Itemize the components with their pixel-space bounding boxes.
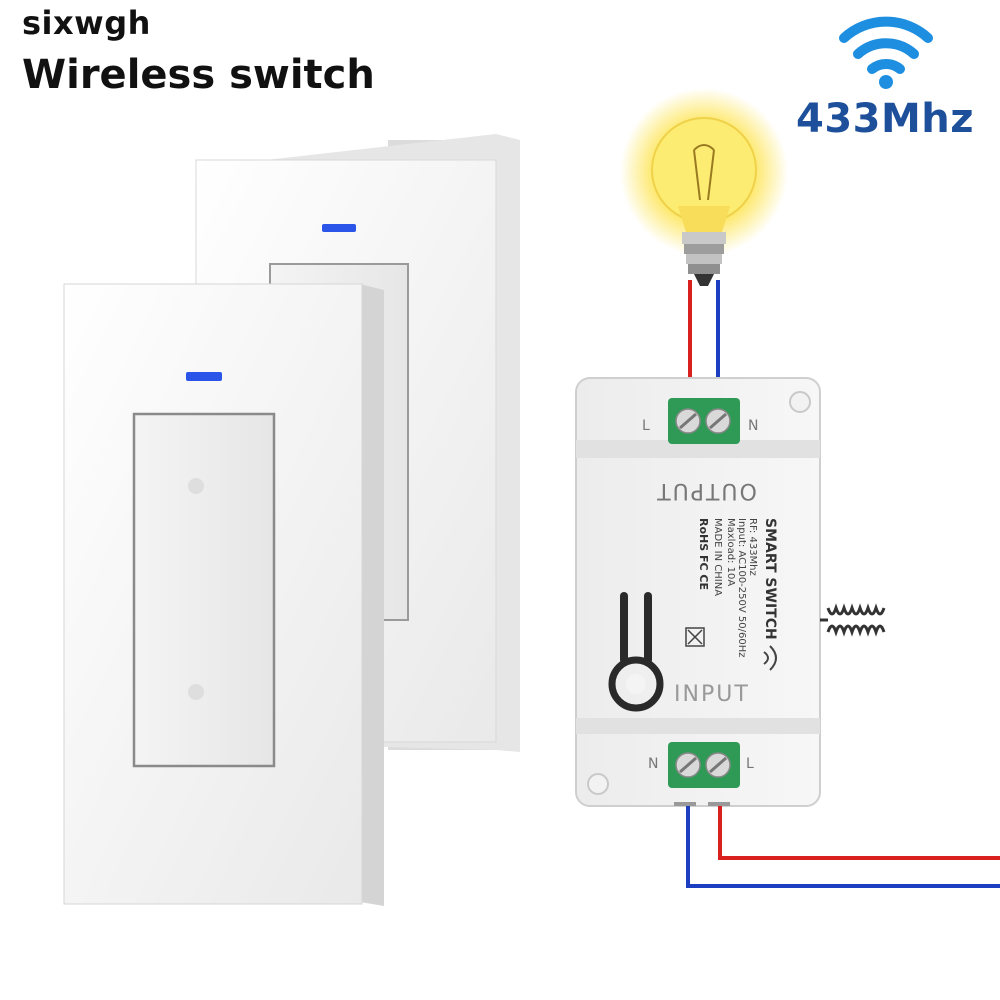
spec-line-title: SMART SWITCH [762, 518, 778, 640]
wall-switch-panel-front [63, 283, 384, 906]
spec-text-block: SMART SWITCH RF: 433Mhz Input: AC100-250… [658, 518, 778, 718]
terminal-label-out-n: N [748, 418, 759, 434]
light-bulb-icon [620, 88, 788, 286]
headline: Wireless switch [22, 52, 375, 98]
receiver-module [575, 377, 821, 807]
terminal-label-in-n: N [648, 756, 659, 772]
brand-name: sixwgh [22, 4, 151, 42]
spec-line-rf: RF: 433Mhz [747, 518, 758, 576]
live-wire-bottom [718, 806, 1000, 860]
input-terminal-block [668, 742, 740, 788]
wifi-signal-icon [839, 16, 933, 89]
neutral-wire-bottom [686, 806, 1000, 888]
frequency-label: 433Mhz [796, 96, 975, 142]
cert-marks: RoHS FC CE [697, 518, 710, 590]
spec-line-origin: MADE IN CHINA [712, 518, 723, 597]
terminal-label-out-l: L [642, 418, 650, 434]
terminal-label-in-l: L [746, 756, 754, 772]
indicator-led-front [186, 372, 222, 381]
output-terminal-block [668, 398, 740, 444]
spec-line-input: Input: AC100-250V 50/60Hz [736, 518, 747, 658]
spec-line-maxload: Maxload: 10A [725, 518, 736, 587]
output-label: OUTPUT [655, 478, 757, 503]
indicator-led-back [322, 224, 356, 232]
antenna-coil [820, 603, 886, 637]
input-label: INPUT [674, 682, 750, 707]
